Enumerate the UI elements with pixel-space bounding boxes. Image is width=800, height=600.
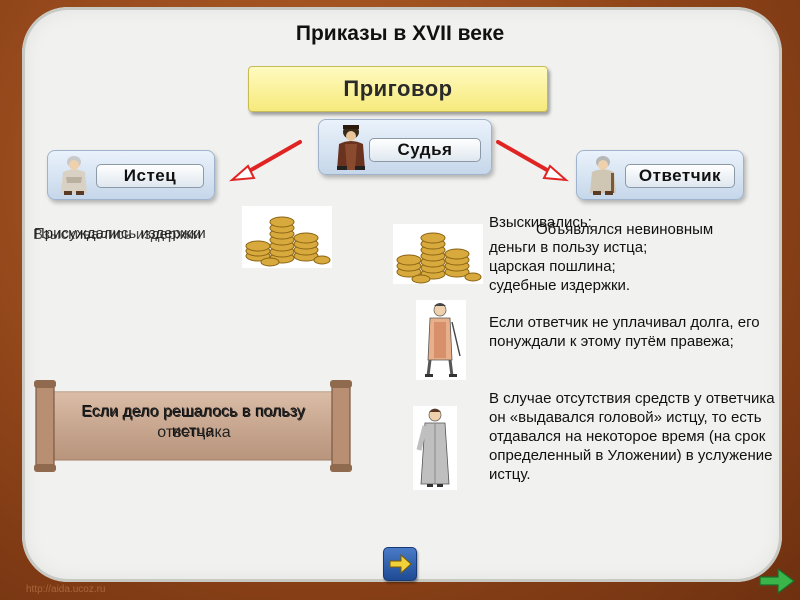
- plaintiff-figure-icon: [61, 156, 87, 195]
- defendant-label: Ответчик: [625, 164, 735, 188]
- verdict-label: Приговор: [343, 76, 453, 101]
- list-line-2: царская пошлина;: [489, 258, 616, 275]
- coins-image-left: [242, 206, 332, 268]
- plaintiff-label: Истец: [96, 164, 204, 188]
- judge-box: Судья: [318, 119, 492, 175]
- next-slide-icon[interactable]: [756, 565, 796, 597]
- arrow-to-plaintiff: [229, 140, 302, 182]
- executioner-image: [416, 300, 466, 380]
- left-phrase-b: Взыскивались издержки: [33, 226, 202, 243]
- list-line-1: деньги в пользу истца;: [489, 239, 648, 256]
- scroll-graphic: [34, 380, 352, 472]
- plaintiff-box: Истец: [47, 150, 215, 200]
- left-phrase-a: Присуждались издержки: [34, 225, 206, 242]
- vydacha-paragraph: В случае отсутствия средств у ответчика …: [489, 390, 775, 483]
- scroll-text-b: Если дело решалось в пользу ответчика: [82, 404, 306, 441]
- scroll-banner: Если дело решалось в пользу истца Если д…: [30, 380, 356, 472]
- arrow-right-icon: [389, 553, 412, 575]
- arrow-to-defendant: [496, 140, 569, 182]
- right-heading-a: Взыскивались:: [489, 214, 592, 231]
- right-heading-b: Объявлялся невиновным: [536, 221, 714, 238]
- next-nav-button[interactable]: [383, 547, 417, 581]
- defendant-figure-icon: [590, 156, 616, 195]
- scroll-text-a: Если дело решалось в пользу истца: [81, 403, 305, 440]
- watermark-url: http://aida.ucoz.ru: [26, 584, 106, 595]
- list-line-3: судебные издержки.: [489, 277, 631, 294]
- coins-image-right: [393, 224, 483, 284]
- judge-figure-icon: [337, 125, 365, 170]
- pravezh-paragraph: Если ответчик не уплачивал долга, его по…: [489, 314, 760, 350]
- slide-title: Приказы в XVII веке: [295, 22, 505, 45]
- verdict-box: Приговор: [248, 66, 548, 112]
- judge-label: Судья: [369, 138, 481, 162]
- servant-image: [413, 406, 457, 490]
- defendant-box: Ответчик: [576, 150, 744, 200]
